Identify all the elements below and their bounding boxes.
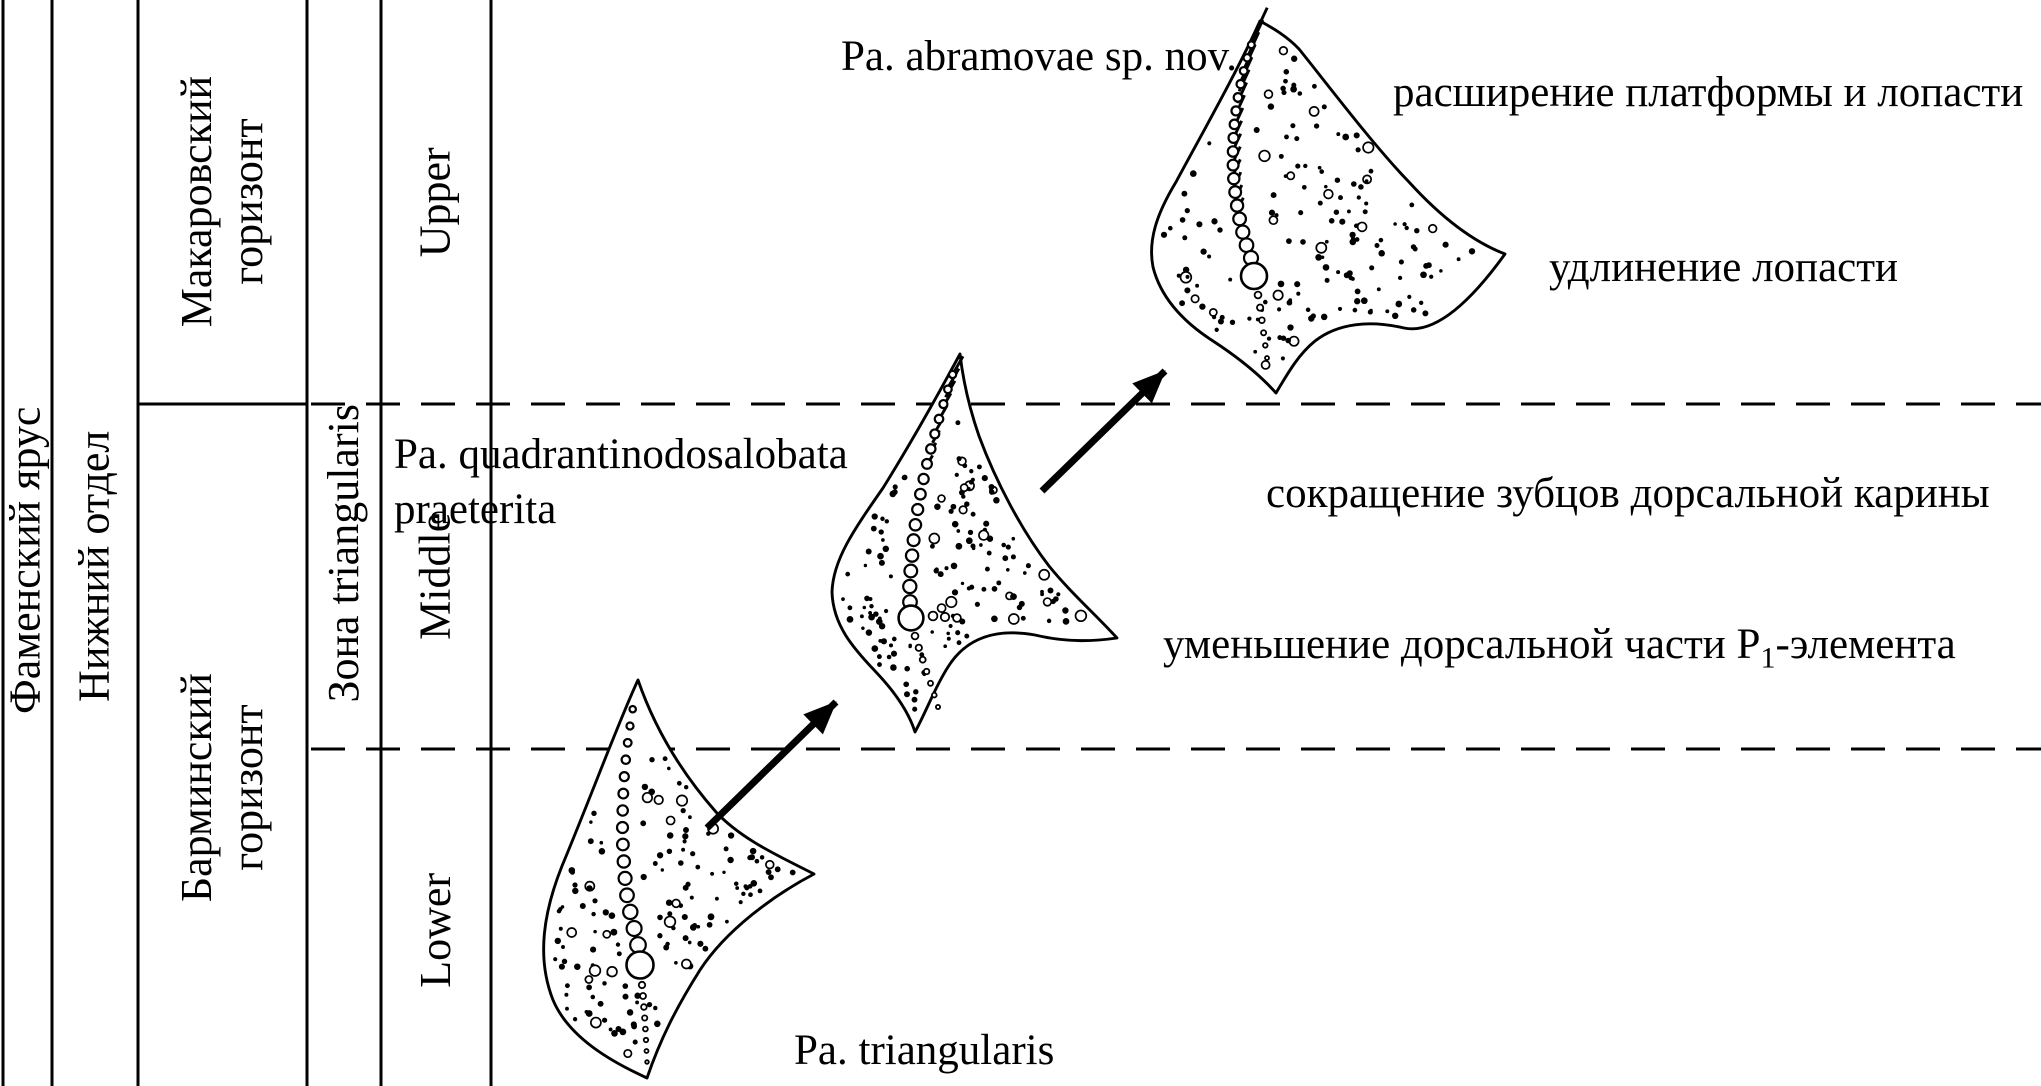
subzone-dividers: [311, 402, 2041, 751]
evolution-arrow-lower: [704, 699, 839, 831]
annotation-denticle-reduction: сокращение зубцов дорсальной карины: [1266, 470, 1990, 517]
taxon-abramovae-label: Pa. abramovae sp. nov.: [841, 33, 1238, 80]
taxon-quadrantinodosalobata-line1: Pa. quadrantinodosalobata: [394, 431, 848, 478]
taxon-triangularis-label: Pa. triangularis: [794, 1027, 1055, 1074]
annotation-dorsal-part-decrease: уменьшение дорсальной части P1-элемента: [1163, 617, 1956, 675]
table-borders: [1, 0, 493, 1086]
conodont-drawings: [542, 7, 1507, 1080]
annotation-dorsal-pre: уменьшение дорсальной части P: [1163, 621, 1761, 668]
taxon-quadrantinodosalobata-label: Pa. quadrantinodosalobata praeterita: [394, 427, 848, 537]
annotation-dorsal-post: -элемента: [1775, 621, 1956, 668]
conodont-pa-quadrantinodosalobata-drawing: [830, 352, 1119, 734]
evolution-arrow-upper: [1039, 368, 1168, 494]
evolution-arrows: [704, 368, 1168, 831]
conodont-pa-abramovae-drawing: [1150, 7, 1507, 395]
taxon-quadrantinodosalobata-line2: praeterita: [394, 486, 557, 534]
annotation-dorsal-subscript: 1: [1760, 640, 1776, 675]
conodont-pa-triangularis-drawing: [542, 678, 816, 1080]
annotation-platform-widening: расширение платформы и лопасти: [1393, 69, 2024, 116]
annotation-lobe-elongation: удлинение лопасти: [1549, 244, 1899, 291]
